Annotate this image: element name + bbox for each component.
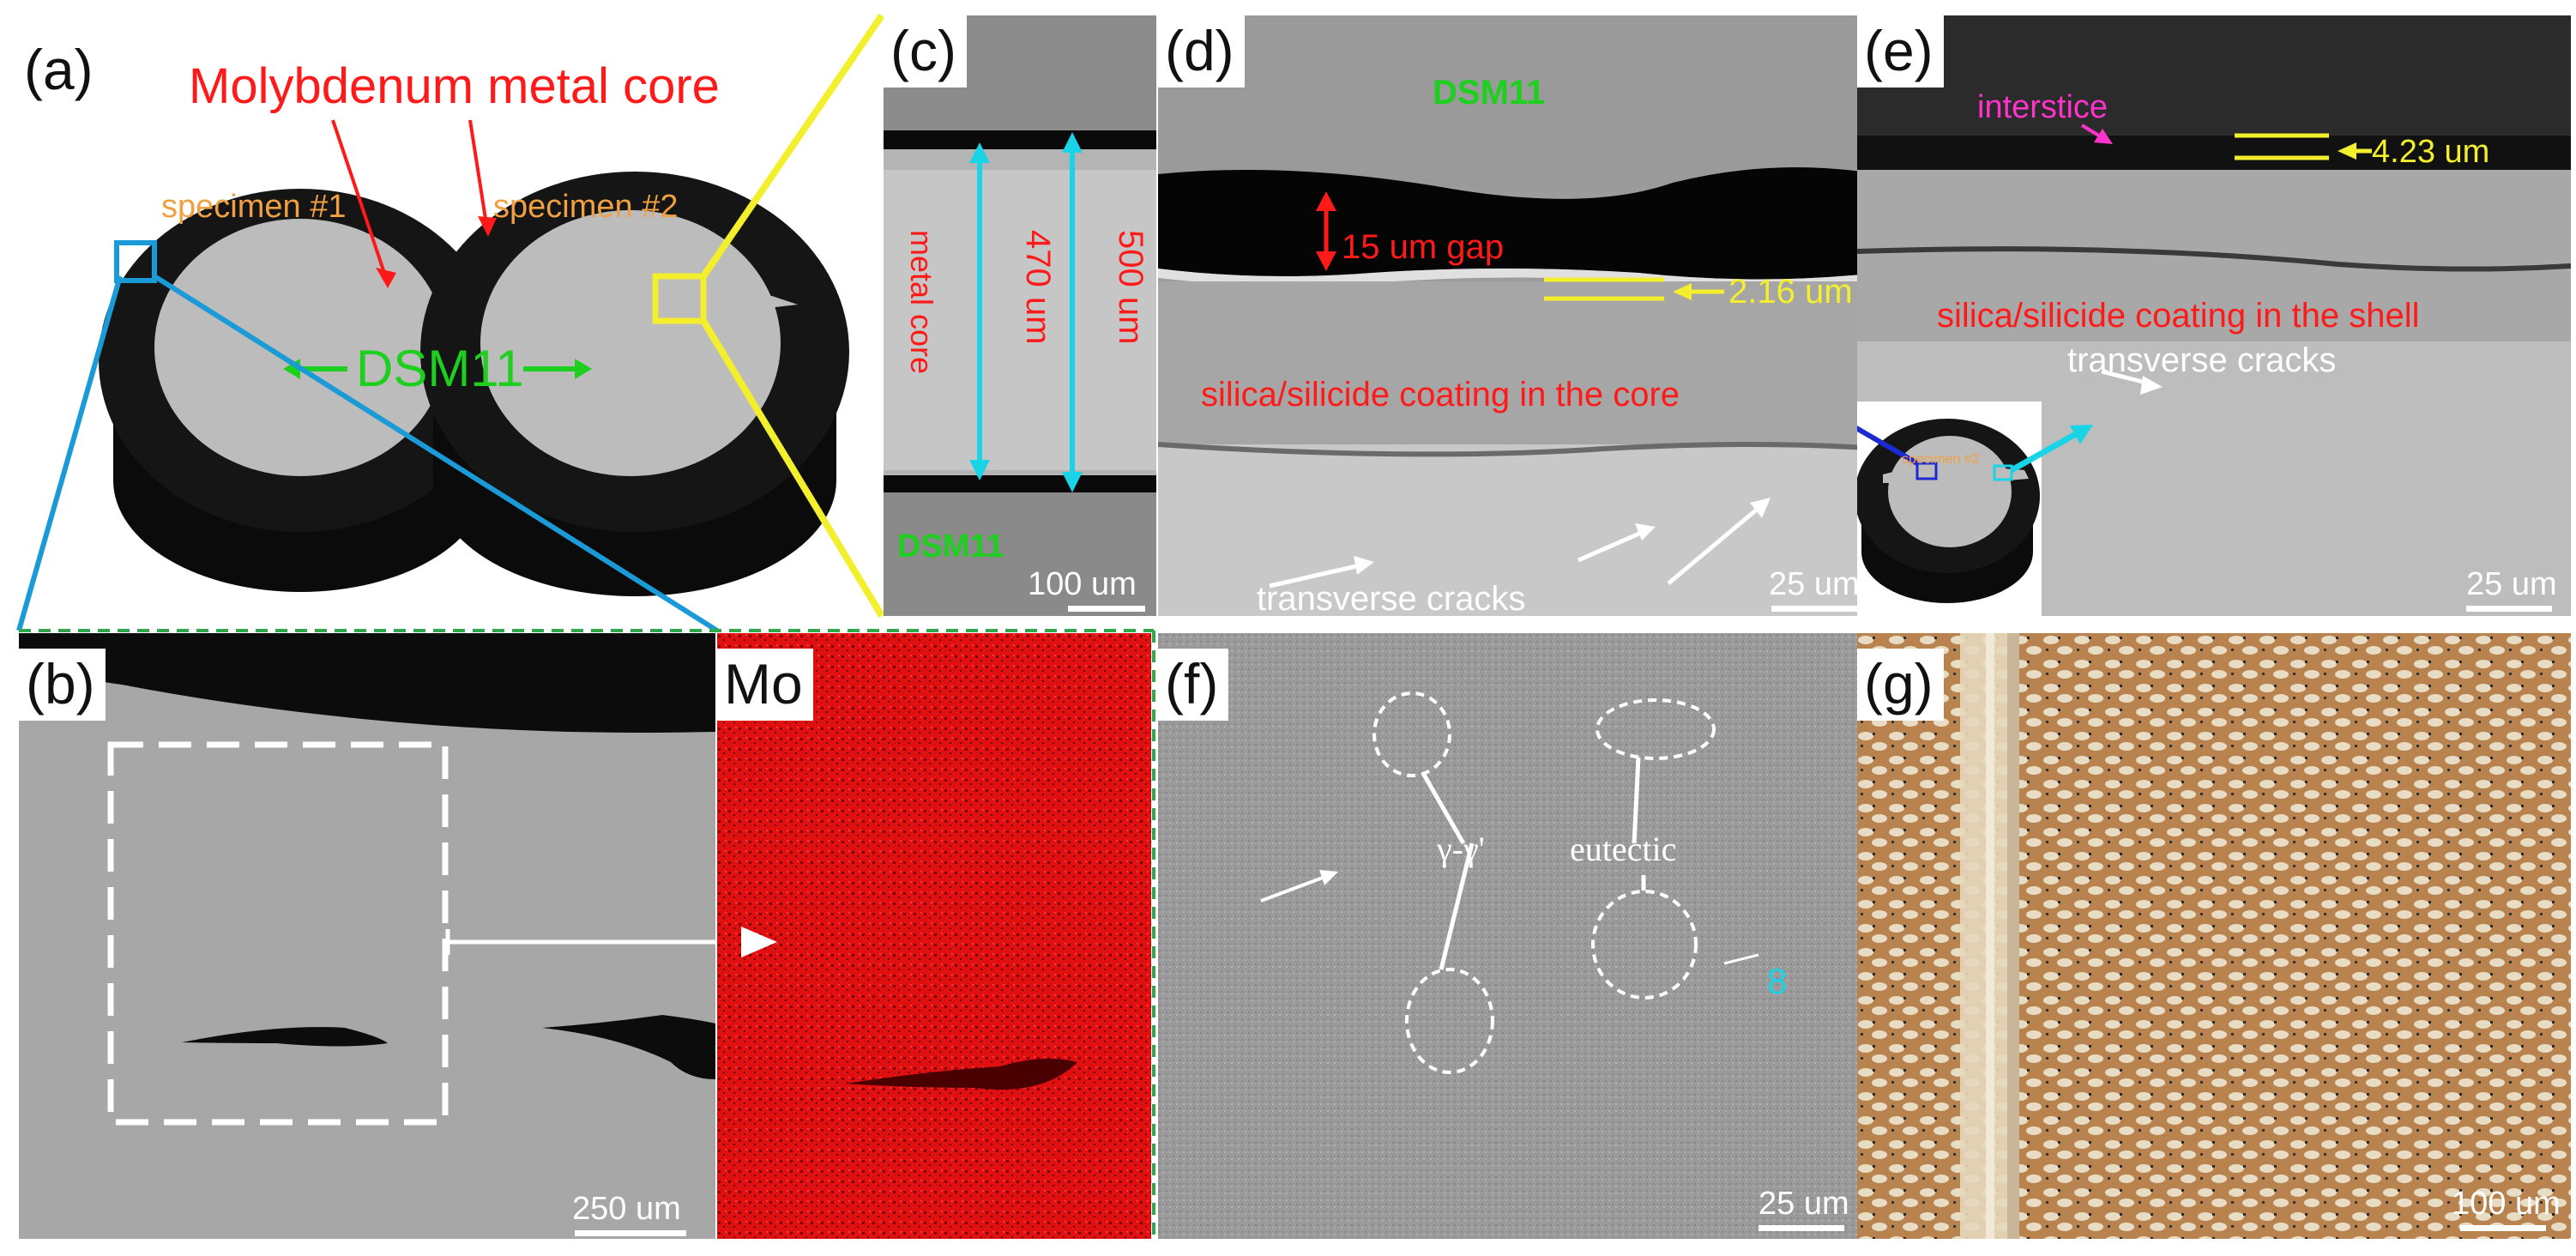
panel-mo-map-drawing xyxy=(717,633,1151,1239)
specimen-1-label: specimen #1 xyxy=(161,189,347,225)
gap-region xyxy=(1158,167,1879,280)
panel-c: (c) metal core 470 um 500 um DSM11 100 u… xyxy=(884,15,1156,616)
panel-c-drawing xyxy=(884,15,1156,616)
panel-mo-map: Mo xyxy=(717,633,1151,1239)
inset-cyan-marker xyxy=(1993,464,2013,481)
panel-c-core: metal core xyxy=(904,230,939,375)
panel-d-gap: 15 um gap xyxy=(1342,228,1505,266)
panel-c-scale-text: 100 um xyxy=(1028,566,1137,602)
panel-e-cracks: transverse cracks xyxy=(2067,341,2337,379)
panel-b: (b) 250 um xyxy=(19,633,715,1239)
yellow-connector-top xyxy=(700,13,885,279)
panel-f-point: 8 xyxy=(1767,961,1788,1001)
panel-e: (e) interstice 4.23 um silica/silicide c… xyxy=(1857,15,2571,616)
panel-a-drawing xyxy=(99,119,849,596)
coating-band xyxy=(1158,281,1879,453)
panel-c-dim2: 500 um xyxy=(1112,230,1149,345)
panel-e-scale-text: 25 um xyxy=(2466,566,2557,602)
inset-blue-arrow xyxy=(1857,426,1919,466)
panel-f-eutectic: eutectic xyxy=(1570,830,1677,868)
panel-c-material: DSM11 xyxy=(897,528,1004,565)
panel-e-drawing xyxy=(1857,15,2571,616)
panel-a-label: (a) xyxy=(24,38,94,101)
panel-g-drawing xyxy=(1857,633,2571,1239)
panel-c-label: (c) xyxy=(884,15,967,88)
panel-b-crack-2 xyxy=(542,1015,715,1079)
inset-blue-marker xyxy=(1915,462,1938,480)
panel-g-scale-bar xyxy=(2460,1225,2546,1231)
panel-d-coating: silica/silicide coating in the core xyxy=(1201,376,1680,414)
phase-circle-1 xyxy=(1372,691,1451,777)
inset-cyan-arrow xyxy=(2010,428,2082,474)
blue-box-marker xyxy=(114,240,157,283)
eutectic-circle-2 xyxy=(1591,890,1698,999)
panel-d-cracks: transverse cracks xyxy=(1257,580,1526,616)
panel-b-crack-1 xyxy=(182,1027,388,1047)
panel-e-scale-bar xyxy=(2466,606,2552,612)
panel-b-scale-bar xyxy=(575,1230,686,1236)
panel-b-selection-box xyxy=(107,741,449,1126)
panel-g-label: (g) xyxy=(1857,649,1944,721)
phase-circle-2 xyxy=(1405,968,1494,1074)
panel-c-scale-bar xyxy=(1068,606,1145,612)
panel-a-title: Molybdenum metal core xyxy=(189,58,720,114)
panel-e-interstice: interstice xyxy=(1977,89,2108,125)
panel-g: (g) 100 um xyxy=(1857,633,2571,1239)
panel-d-material: DSM11 xyxy=(1433,74,1546,112)
panel-d-scale-text: 25 um xyxy=(1769,566,1860,602)
mo-map-crack xyxy=(846,1059,1077,1090)
panel-f-scale-bar xyxy=(1759,1225,1844,1231)
specimen-2-label: specimen #2 xyxy=(493,189,679,225)
panel-b-dark-region xyxy=(19,633,715,733)
panel-mo-map-label: Mo xyxy=(717,649,813,721)
panel-b-drawing xyxy=(19,633,715,1126)
panel-a: (a) Molybdenum metal core specimen #1 sp… xyxy=(0,0,884,626)
blue-connector-left xyxy=(16,275,123,631)
panel-e-inset-specimen: specimen #2 xyxy=(1902,452,1980,467)
panel-f-label: (f) xyxy=(1158,649,1229,721)
yellow-connector-bottom xyxy=(700,318,885,619)
panel-f: (f) γ-γ' eutectic 8 25 um xyxy=(1158,633,1861,1239)
panel-e-coating: silica/silicide coating in the shell xyxy=(1937,297,2420,335)
panel-d: (d) DSM11 15 um gap 2.16 um silica/silic… xyxy=(1158,15,1879,616)
panel-g-scale-text: 100 um xyxy=(2452,1186,2561,1222)
panel-e-thickness: 4.23 um xyxy=(2372,134,2490,170)
panel-b-scale-text: 250 um xyxy=(572,1191,681,1227)
panel-f-drawing xyxy=(1158,633,1861,1239)
panel-b-label: (b) xyxy=(19,649,106,721)
panel-a-material: DSM11 xyxy=(356,340,524,397)
panel-e-label: (e) xyxy=(1857,15,1944,88)
panel-f-phase: γ-γ' xyxy=(1437,830,1485,868)
blue-connector-right xyxy=(153,274,719,633)
panel-d-scale-bar xyxy=(1771,606,1857,612)
panel-c-dim1: 470 um xyxy=(1019,230,1057,345)
panel-d-label: (d) xyxy=(1158,15,1245,88)
panel-d-drawing xyxy=(1158,15,1879,616)
eutectic-ellipse-1 xyxy=(1596,698,1716,760)
panel-d-thickness: 2.16 um xyxy=(1728,273,1853,311)
yellow-box-marker xyxy=(652,273,707,324)
panel-f-scale-text: 25 um xyxy=(1759,1186,1849,1222)
